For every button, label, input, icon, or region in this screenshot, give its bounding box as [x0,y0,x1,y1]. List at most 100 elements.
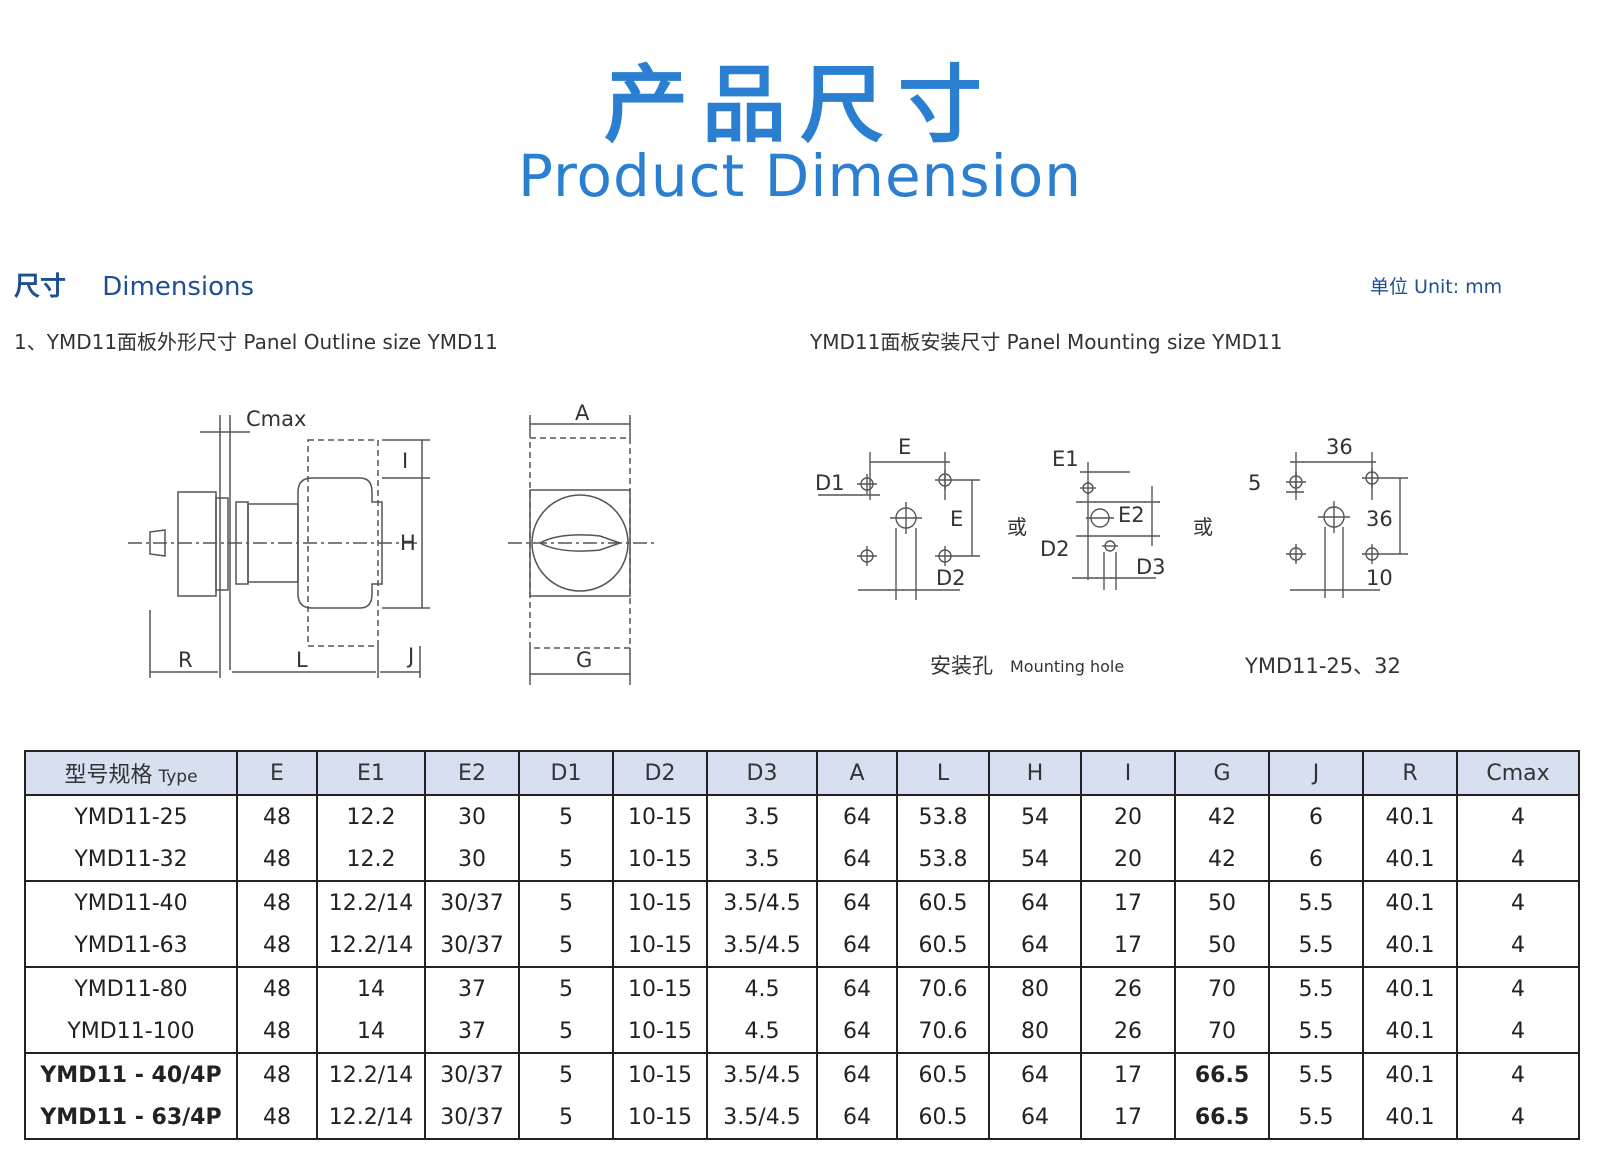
col-header: D1 [518,750,614,796]
table-cell: 66.5 [1174,1052,1270,1096]
subtitle-panel-mounting: YMD11面板安装尺寸 Panel Mounting size YMD11 [810,330,1283,354]
label-mount3-top: 36 [1326,435,1353,459]
table-cell: 17 [1080,1052,1176,1096]
label-mount2-d2: D2 [1040,537,1070,561]
table-cell: 10-15 [612,838,708,881]
table-cell: 70 [1174,1010,1270,1053]
caption-mounting-hole-en: Mounting hole [1010,657,1124,676]
cell-type: YMD11-63 [24,924,238,967]
table-cell: 30/37 [424,880,520,924]
table-cell: 12.2/14 [316,880,426,924]
label-mount2-e1: E1 [1052,447,1079,471]
table-cell: 5.5 [1268,1096,1364,1140]
col-header: H [988,750,1082,796]
table-cell: 48 [236,880,318,924]
table-cell: 30/37 [424,1052,520,1096]
col-header: E [236,750,318,796]
table-cell: 54 [988,794,1082,838]
table-cell: 64 [816,966,898,1010]
label-mount2-e2: E2 [1118,503,1145,527]
table-cell: 10-15 [612,1010,708,1053]
label-j: J [406,644,414,668]
cell-type: YMD11-80 [24,966,238,1010]
table-cell: 5 [518,966,614,1010]
table-cell: 30 [424,838,520,881]
table-cell: 80 [988,966,1082,1010]
label-mount1-e-top: E [898,435,911,459]
table-cell: 48 [236,1052,318,1096]
label-mount1-e-side: E [950,507,963,531]
table-cell: 66.5 [1174,1096,1270,1140]
table-cell: 42 [1174,794,1270,838]
label-g: G [576,648,592,672]
table-cell: 48 [236,1096,318,1140]
table-cell: 12.2/14 [316,1096,426,1140]
table-cell: 48 [236,838,318,881]
table-cell: 20 [1080,794,1176,838]
table-cell: 4 [1456,880,1580,924]
table-cell: 6 [1268,794,1364,838]
table-cell: 50 [1174,924,1270,967]
label-mount3-five: 5 [1248,471,1261,495]
col-header: D3 [706,750,818,796]
table-cell: 64 [816,838,898,881]
page-title-cn: 产品尺寸 [603,56,996,154]
table-cell: 4 [1456,1096,1580,1140]
col-header: A [816,750,898,796]
cell-type: YMD11 - 63/4P [24,1096,238,1140]
table-cell: 64 [816,794,898,838]
table-cell: 40.1 [1362,966,1458,1010]
table-cell: 3.5 [706,838,818,881]
label-a: A [575,401,590,425]
table-cell: 40.1 [1362,880,1458,924]
label-mount1-d2: D2 [936,566,966,590]
table-cell: 5.5 [1268,1010,1364,1053]
table-cell: 30 [424,794,520,838]
caption-mounting-hole-cn: 安装孔 [930,654,993,678]
table-cell: 3.5/4.5 [706,880,818,924]
table-cell: 5 [518,924,614,967]
table-cell: 5.5 [1268,880,1364,924]
table-cell: 14 [316,1010,426,1053]
table-cell: 3.5/4.5 [706,1052,818,1096]
table-cell: 4 [1456,924,1580,967]
table-cell: 37 [424,1010,520,1053]
table-cell: 3.5/4.5 [706,1096,818,1140]
table-cell: 10-15 [612,966,708,1010]
col-header: Cmax [1456,750,1580,796]
cell-type: YMD11-32 [24,838,238,881]
label-mount1-d1: D1 [815,471,845,495]
table-cell: 4 [1456,1010,1580,1053]
table-cell: 37 [424,966,520,1010]
table-cell: 30/37 [424,1096,520,1140]
subtitle-panel-outline: 1、YMD11面板外形尺寸 Panel Outline size YMD11 [14,330,498,354]
mounting-hole-view-3 [1286,452,1408,598]
table-cell: 17 [1080,1096,1176,1140]
label-h: H [400,531,416,555]
table-cell: 40.1 [1362,794,1458,838]
table-cell: 54 [988,838,1082,881]
table-cell: 64 [988,1052,1082,1096]
table-cell: 6 [1268,838,1364,881]
table-cell: 5 [518,794,614,838]
table-cell: 17 [1080,924,1176,967]
table-cell: 17 [1080,880,1176,924]
section-title-en: Dimensions [102,272,255,302]
table-cell: 5.5 [1268,924,1364,967]
table-cell: 64 [816,1096,898,1140]
label-r: R [178,648,193,672]
table-cell: 60.5 [896,1096,990,1140]
table-cell: 4 [1456,838,1580,881]
cell-type: YMD11-25 [24,794,238,838]
mounting-hole-view-2 [1072,462,1160,590]
table-cell: 64 [988,924,1082,967]
cell-type: YMD11-40 [24,880,238,924]
table-cell: 10-15 [612,1052,708,1096]
table-cell: 12.2/14 [316,924,426,967]
